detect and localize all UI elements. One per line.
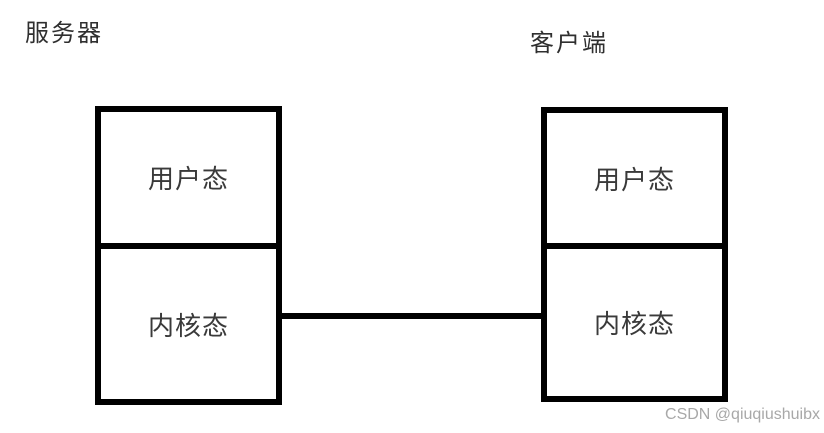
client-box-divider <box>547 243 722 249</box>
server-title: 服务器 <box>25 19 103 47</box>
server-box: 用户态 内核态 <box>95 106 282 405</box>
client-kernel-mode-cell: 内核态 <box>593 310 675 340</box>
client-user-mode-cell: 用户态 <box>593 165 675 196</box>
client-box: 用户态 内核态 <box>541 107 728 402</box>
watermark-text: CSDN @qiuqiushuibx <box>665 406 820 423</box>
server-kernel-mode-cell: 内核态 <box>147 311 229 342</box>
server-user-mode-cell: 用户态 <box>147 165 229 195</box>
kernel-connection-line <box>279 313 544 319</box>
server-box-divider <box>101 243 276 249</box>
client-title: 客户端 <box>530 29 608 57</box>
